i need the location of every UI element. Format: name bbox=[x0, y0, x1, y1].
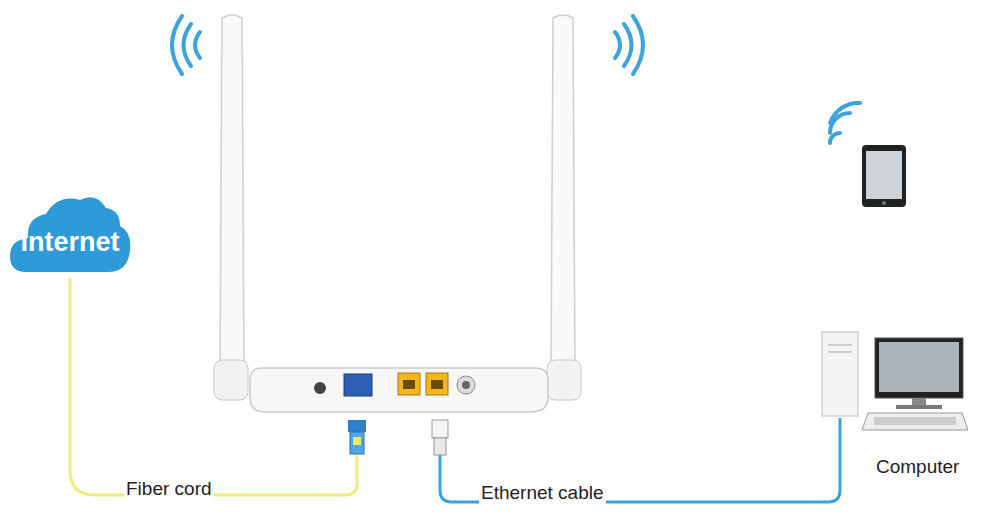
wifi-signal bbox=[172, 16, 860, 143]
antenna bbox=[214, 15, 581, 400]
computer bbox=[822, 332, 968, 430]
cable-label: Computer bbox=[874, 456, 961, 478]
router bbox=[250, 368, 548, 412]
node-text: Internet bbox=[20, 227, 119, 258]
tablet bbox=[862, 145, 906, 207]
cloud-node: Internet bbox=[8, 192, 132, 278]
ethernet-plug bbox=[432, 420, 448, 455]
cable-label: Ethernet cable bbox=[479, 482, 606, 504]
fiber-plug bbox=[348, 420, 366, 454]
cable-label: Fiber cord bbox=[124, 478, 214, 500]
